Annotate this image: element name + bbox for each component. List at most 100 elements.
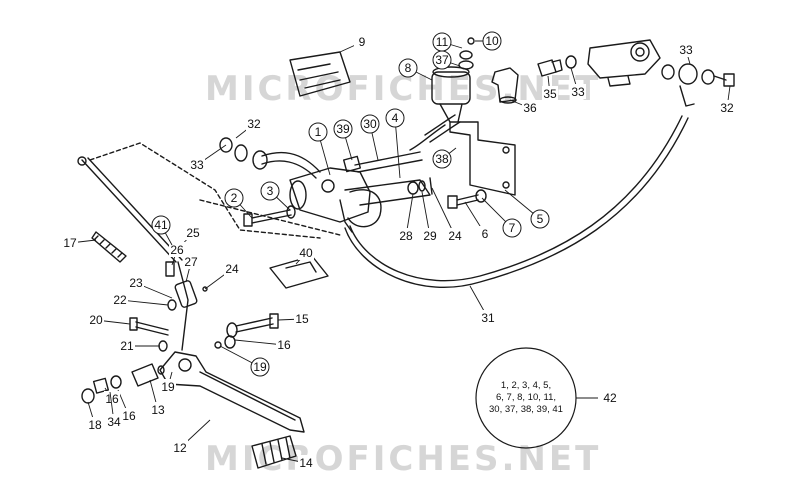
- callout-36: 36: [509, 99, 538, 115]
- callout-40: 40: [295, 245, 314, 265]
- callout-32: 32: [235, 116, 262, 139]
- callout-number: 27: [184, 255, 198, 269]
- callout-bg: [719, 100, 735, 115]
- callout-42: 42: [602, 390, 618, 405]
- callout-number: 16: [277, 338, 291, 352]
- callout-16: 16: [104, 387, 120, 406]
- callout-11: 11: [432, 32, 463, 52]
- shift-rod: [77, 156, 183, 263]
- callout-number: 40: [299, 246, 313, 260]
- callout-bg: [169, 242, 185, 257]
- callout-number: 24: [225, 262, 239, 276]
- callout-bg: [87, 417, 103, 432]
- master-cylinder: [289, 167, 431, 233]
- callout-circle: [398, 58, 418, 78]
- callout-34: 34: [106, 391, 122, 429]
- callout-bg: [398, 228, 414, 243]
- callout-circle: [530, 209, 550, 229]
- kit-contents-line-3: 30, 37, 38, 39, 41: [489, 404, 563, 415]
- callout-number: 33: [679, 43, 693, 57]
- callout-bg: [447, 228, 463, 243]
- callout-number: 3: [267, 184, 274, 198]
- callout-39: 39: [333, 119, 353, 161]
- callout-number: 2: [231, 191, 238, 205]
- callout-bg: [422, 228, 438, 243]
- callout-7: 7: [481, 197, 522, 238]
- callout-23: 23: [128, 275, 173, 299]
- callout-number: 32: [247, 117, 261, 131]
- bleed-valve: [537, 55, 577, 77]
- callout-number: 35: [543, 87, 557, 101]
- kit-contents-line-2: 6, 7, 8, 10, 11,: [496, 392, 556, 403]
- callout-number: 16: [122, 409, 136, 423]
- callout-22: 22: [112, 292, 169, 307]
- callout-number: 12: [173, 441, 187, 455]
- callout-18: 18: [87, 401, 103, 432]
- callout-15: 15: [277, 311, 310, 326]
- callout-37: 37: [432, 50, 461, 70]
- mechanical-drawing: [77, 37, 735, 469]
- callout-number: 21: [120, 339, 134, 353]
- hose-elbow: [491, 67, 519, 104]
- callout-30: 30: [360, 114, 380, 161]
- callout-circle: [432, 149, 452, 169]
- callout-bg: [112, 292, 128, 307]
- callout-bg: [224, 261, 240, 276]
- leader-line: [394, 117, 401, 179]
- callout-circle: [250, 357, 270, 377]
- callout-bg: [246, 116, 262, 131]
- callout-6: 6: [464, 201, 493, 241]
- screw-10: [467, 37, 475, 45]
- callout-circle: [333, 119, 353, 139]
- callout-41: 41: [151, 215, 173, 246]
- callout-number: 6: [482, 227, 489, 241]
- callout-17: 17: [62, 235, 97, 250]
- callout-24: 24: [204, 261, 240, 290]
- callout-number: 24: [448, 229, 462, 243]
- callout-circle: [151, 215, 171, 235]
- gear-pedal-lever: [159, 351, 305, 433]
- callout-number: 5: [537, 212, 544, 226]
- callout-number: 33: [571, 85, 585, 99]
- callout-number: 19: [161, 380, 175, 394]
- callout-8: 8: [398, 58, 433, 81]
- rubber-boot: [91, 231, 127, 263]
- washer-22: [167, 299, 177, 311]
- callout-number: 7: [509, 221, 516, 235]
- callout-bg: [121, 408, 137, 423]
- callout-bg: [354, 34, 370, 49]
- kit-contents-line-1: 1, 2, 3, 4, 5,: [501, 380, 551, 391]
- callout-13: 13: [149, 379, 166, 417]
- dashed-guide-lines: [89, 142, 321, 239]
- callout-number: 29: [423, 229, 437, 243]
- callout-circle: [482, 31, 502, 51]
- callout-27: 27: [183, 254, 199, 283]
- callout-number: 37: [435, 53, 449, 67]
- callout-number: 18: [88, 418, 102, 432]
- parts-bag-9: [289, 51, 351, 97]
- right-banjo-fitting: [661, 63, 735, 107]
- callout-bg: [88, 312, 104, 327]
- callout-number: 25: [186, 226, 200, 240]
- callout-bg: [570, 84, 586, 99]
- callout-bg: [602, 390, 618, 405]
- callout-bg: [150, 402, 166, 417]
- callout-number: 41: [154, 218, 168, 232]
- callout-number: 22: [113, 293, 127, 307]
- callout-number: 17: [63, 236, 77, 250]
- callout-bg: [185, 225, 201, 240]
- callout-26: 26: [169, 242, 185, 266]
- callout-19: 19: [219, 345, 270, 377]
- callout-bg: [276, 337, 292, 352]
- washer-16: [110, 375, 122, 389]
- callout-33: 33: [678, 42, 694, 65]
- callout-bg: [542, 86, 558, 101]
- callout-bg: [62, 235, 78, 250]
- callout-number: 39: [336, 122, 350, 136]
- bolt-and-washer: [243, 205, 296, 227]
- callout-bg: [294, 311, 310, 326]
- callout-10: 10: [475, 31, 502, 51]
- callout-number: 32: [720, 101, 734, 115]
- callout-bg: [183, 254, 199, 269]
- callout-number: 8: [405, 61, 412, 75]
